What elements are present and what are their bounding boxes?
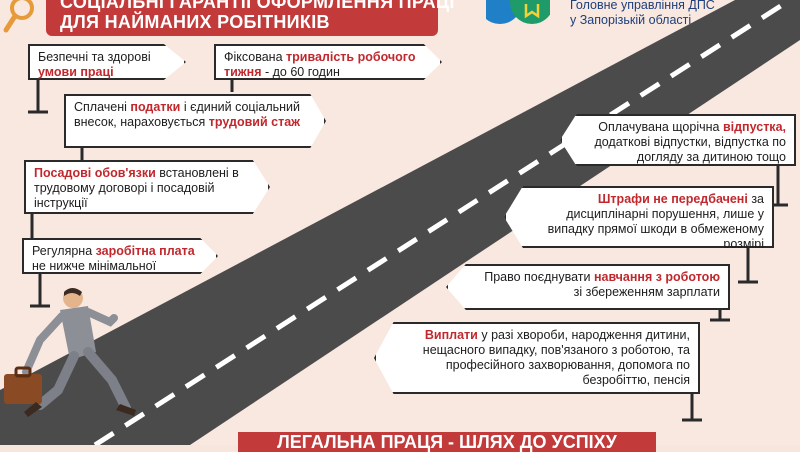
org-line-1: Головне управління ДПС [570,0,715,12]
sign-text: встановлені в трудовому договорі і посад… [34,166,239,210]
sign-no-fines: Штрафи не передбачені за дисциплінарні п… [504,186,774,248]
sign-text: Оплачувана щорічна [598,120,723,134]
businessman-figure [4,288,136,417]
sign-highlight: податки [130,100,181,114]
sign-job-duties: Посадові обов'язки встановлені в трудово… [24,160,270,214]
footer-slogan: ЛЕГАЛЬНА ПРАЦЯ - ШЛЯХ ДО УСПІХУ [238,432,656,452]
sign-text: у разі хвороби, народження дитини, нещас… [422,328,690,387]
sign-text: Фіксована [224,50,287,64]
sign-text: - до 60 годин [261,65,340,79]
sign-text: Безпечні та здорові [38,50,151,64]
sign-highlight: тривалість робочого тижня [224,50,416,79]
sign-text: Сплачені [74,100,131,114]
sign-taxes-paid: Сплачені податки і єдиний соціальний вне… [64,94,326,148]
sign-regular-salary: Регулярна заробітна плата не нижче мінім… [22,238,218,274]
sign-working-week: Фіксована тривалість робочого тижня - до… [214,44,442,80]
sign-text: зі збереженням зарплати [573,285,720,299]
sign-text: Регулярна [32,244,96,258]
sign-study-and-work: Право поєднувати навчання з роботою зі з… [446,264,730,310]
title-line-2: ДЛЯ НАЙМАНИХ РОБІТНИКІВ [60,12,330,32]
sign-text: і єдиний соціальний внесок, нараховуєтьс… [74,100,300,129]
organization-name: Головне управління ДПС у Запорізькій обл… [570,0,715,28]
sign-highlight: навчання з роботою [593,270,720,284]
road-dashes [93,0,792,445]
sign-text: додаткові відпустки, відпустка по догляд… [594,135,786,164]
sign-safe-conditions: Безпечні та здорові умови праці [28,44,186,80]
sign-highlight: умови праці [38,65,114,79]
magnifier-icon [3,0,34,33]
sign-text: Право поєднувати [484,270,594,284]
logos [478,0,554,26]
sign-highlight: Посадові обов'язки [34,166,156,180]
sign-text: за дисциплінарні порушення, лише у випад… [547,192,764,251]
sign-highlight: заробітна плата [95,244,195,258]
sign-paid-vacation: Оплачувана щорічна відпустка, додаткові … [560,114,796,166]
sign-text: не нижче мінімальної [32,259,157,273]
sign-highlight: Штрафи не передбачені [597,192,748,206]
sign-highlight: трудовий стаж [208,115,301,129]
title-line-1: СОЦІАЛЬНІ ГАРАНТІЇ ОФОРМЛЕННЯ ПРАЦІ [60,0,455,12]
sign-highlight: Виплати [424,328,478,342]
org-line-2: у Запорізькій області [570,13,692,27]
title-band [46,0,438,36]
sign-social-payments: Виплати у разі хвороби, народження дитин… [374,322,700,394]
sign-highlight: відпустка, [722,120,786,134]
page-title: СОЦІАЛЬНІ ГАРАНТІЇ ОФОРМЛЕННЯ ПРАЦІ ДЛЯ … [60,0,455,32]
